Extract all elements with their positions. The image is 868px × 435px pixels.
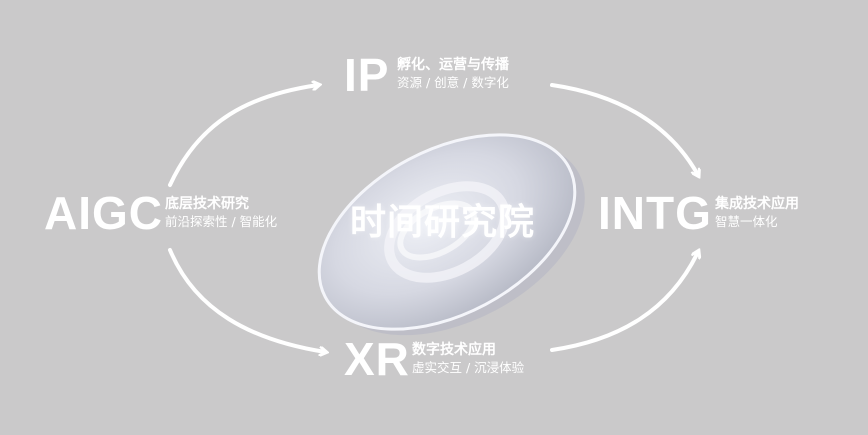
aigc-line2: 前沿探索性 / 智能化 [165,214,278,229]
aigc-code: AIGC [44,187,163,239]
glass-disc [317,133,585,336]
aigc-line1: 底层技术研究 [165,196,249,212]
arrow-aigc-to-ip [168,85,318,187]
ip-line2: 资源 / 创意 / 数字化 [397,75,509,90]
intg-line2: 智慧一体化 [715,214,778,229]
ip-line1: 孵化、运营与传播 [397,57,509,73]
xr-code: XR [344,333,410,385]
xr-line1: 数字技术应用 [412,342,496,358]
intg-code: INTG [598,187,712,239]
ip-code: IP [344,49,390,101]
arrow-ip-to-intg [550,83,698,175]
xr-line2: 虚实交互 / 沉浸体验 [412,360,525,375]
intg-line1: 集成技术应用 [715,196,799,212]
arrow-xr-to-intg [550,252,698,352]
center-title: 时间研究院 [350,202,536,243]
arrow-aigc-to-xr [168,248,325,352]
